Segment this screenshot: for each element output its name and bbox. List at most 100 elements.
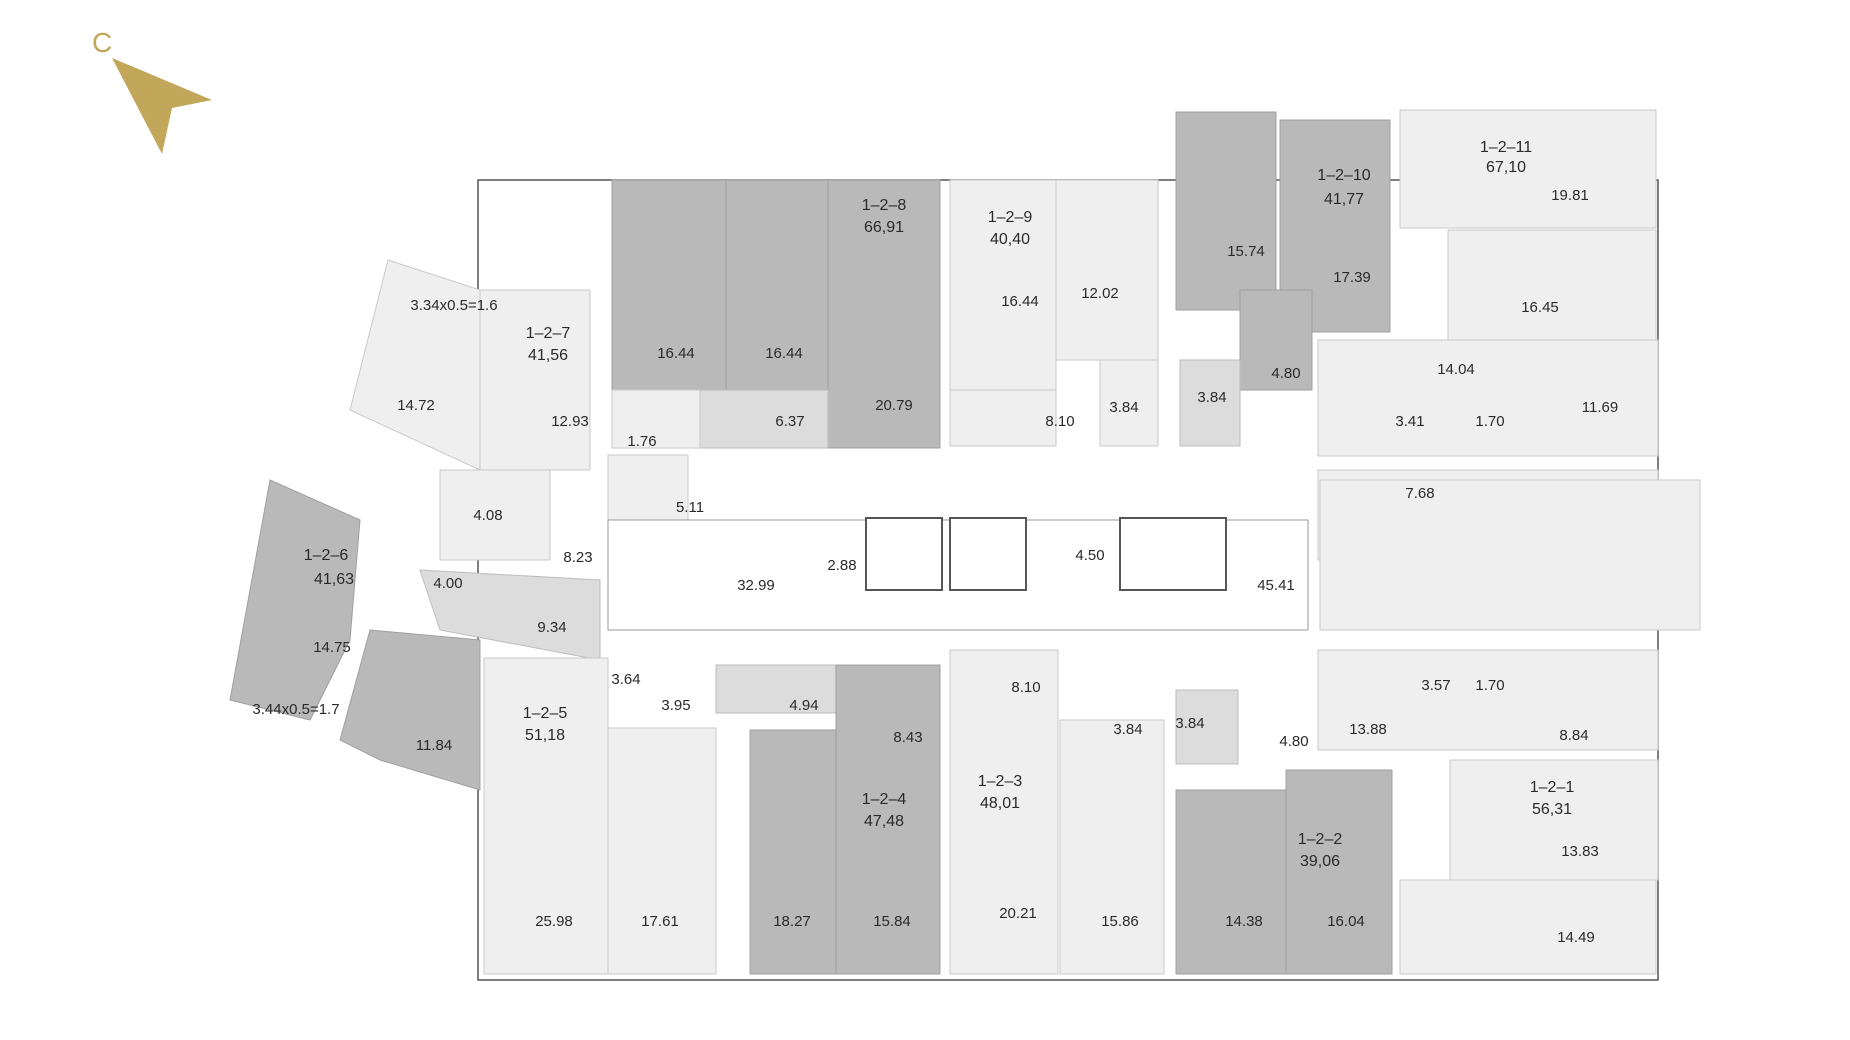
elevator-3 bbox=[1119, 517, 1227, 591]
unit-1-2-2: 1–2–2 39,06 bbox=[1298, 831, 1343, 870]
room-area: 17.61 bbox=[641, 913, 679, 930]
room-area: 4.08 bbox=[473, 507, 502, 524]
unit-name: 1–2–9 bbox=[988, 209, 1033, 226]
room-area: 14.04 bbox=[1437, 361, 1475, 378]
unit-area: 56,31 bbox=[1532, 801, 1572, 818]
room-area: 7.68 bbox=[1405, 485, 1434, 502]
unit-area: 41,63 bbox=[314, 571, 354, 588]
unit-1-2-8: 1–2–8 66,91 bbox=[862, 197, 907, 236]
unit-name: 1–2–8 bbox=[862, 197, 907, 214]
room-area: 12.02 bbox=[1081, 285, 1119, 302]
room-area: 3.95 bbox=[661, 697, 690, 714]
room-area: 3.57 bbox=[1421, 677, 1450, 694]
room-area: 14.49 bbox=[1557, 929, 1595, 946]
room-area: 1.70 bbox=[1475, 677, 1504, 694]
room-area: 3.84 bbox=[1197, 389, 1226, 406]
room-area: 4.80 bbox=[1271, 365, 1300, 382]
room-area: 25.98 bbox=[535, 913, 573, 930]
core bbox=[607, 479, 1701, 631]
unit-area: 41,56 bbox=[528, 347, 568, 364]
unit-1-2-7: 1–2–7 41,56 bbox=[526, 325, 571, 364]
compass-letter: С bbox=[92, 27, 112, 58]
unit-name: 1–2–5 bbox=[523, 705, 568, 722]
unit-1-2-10: 1–2–10 41,77 bbox=[1317, 167, 1370, 208]
unit-name: 1–2–7 bbox=[526, 325, 571, 342]
room-area: 15.84 bbox=[873, 913, 911, 930]
room-area: 16.44 bbox=[657, 345, 695, 362]
unit-labels: 1–2–11 67,10 1–2–10 41,77 1–2–9 40,40 1–… bbox=[304, 139, 1575, 870]
room-area: 3.84 bbox=[1109, 399, 1138, 416]
unit-area: 40,40 bbox=[990, 231, 1030, 248]
unit-1-2-1: 1–2–1 56,31 bbox=[1530, 779, 1575, 818]
room-area: 13.83 bbox=[1561, 843, 1599, 860]
unit-name: 1–2–3 bbox=[978, 773, 1023, 790]
room-area: 19.81 bbox=[1551, 187, 1589, 204]
elevator-2 bbox=[949, 517, 1027, 591]
room-area: 8.10 bbox=[1045, 413, 1074, 430]
room-area: 16.44 bbox=[1001, 293, 1039, 310]
room-area: 6.37 bbox=[775, 413, 804, 430]
unit-name: 1–2–2 bbox=[1298, 831, 1343, 848]
room-area: 20.79 bbox=[875, 397, 913, 414]
unit-area: 66,91 bbox=[864, 219, 904, 236]
room-area: 17.39 bbox=[1333, 269, 1371, 286]
unit-area: 67,10 bbox=[1486, 159, 1526, 176]
unit-name: 1–2–4 bbox=[862, 791, 907, 808]
room-area: 14.72 bbox=[397, 397, 435, 414]
room-area: 1.76 bbox=[627, 433, 656, 450]
room-area: 14.38 bbox=[1225, 913, 1263, 930]
room-area: 3.64 bbox=[611, 671, 640, 688]
room-area: 32.99 bbox=[737, 577, 775, 594]
unit-1-2-11: 1–2–11 67,10 bbox=[1480, 139, 1532, 176]
room-area: 12.93 bbox=[551, 413, 589, 430]
unit-name: 1–2–6 bbox=[304, 547, 349, 564]
room-area: 16.45 bbox=[1521, 299, 1559, 316]
room-area: 4.80 bbox=[1279, 733, 1308, 750]
room-area: 4.50 bbox=[1075, 547, 1104, 564]
room-area: 15.86 bbox=[1101, 913, 1139, 930]
west-wing bbox=[229, 469, 601, 791]
unit-1-2-3: 1–2–3 48,01 bbox=[978, 773, 1023, 812]
room-area: 11.69 bbox=[1582, 399, 1618, 416]
unit-area: 51,18 bbox=[525, 727, 565, 744]
unit-area: 39,06 bbox=[1300, 853, 1340, 870]
room-area: 4.94 bbox=[789, 697, 818, 714]
room-area: 13.88 bbox=[1349, 721, 1387, 738]
room-area: 45.41 bbox=[1257, 577, 1295, 594]
room-area: 3.84 bbox=[1175, 715, 1204, 732]
room-area: 15.74 bbox=[1227, 243, 1265, 260]
room-area: 16.04 bbox=[1327, 913, 1365, 930]
room-area: 3.44x0.5=1.7 bbox=[252, 701, 339, 718]
room-area: 11.84 bbox=[416, 737, 452, 754]
unit-area: 41,77 bbox=[1324, 191, 1364, 208]
top-block bbox=[349, 109, 1659, 561]
room-area: 8.10 bbox=[1011, 679, 1040, 696]
unit-area: 47,48 bbox=[864, 813, 904, 830]
unit-1-2-5: 1–2–5 51,18 bbox=[523, 705, 568, 744]
compass: С bbox=[92, 27, 212, 154]
unit-1-2-9: 1–2–9 40,40 bbox=[988, 209, 1033, 248]
unit-area: 48,01 bbox=[980, 795, 1020, 812]
unit-1-2-4: 1–2–4 47,48 bbox=[862, 791, 907, 830]
unit-name: 1–2–11 bbox=[1480, 139, 1532, 156]
unit-name: 1–2–1 bbox=[1530, 779, 1575, 796]
room-area: 1.70 bbox=[1475, 413, 1504, 430]
room-area: 8.84 bbox=[1559, 727, 1588, 744]
room-area: 4.00 bbox=[433, 575, 462, 592]
room-area: 18.27 bbox=[773, 913, 811, 930]
unit-name: 1–2–10 bbox=[1317, 167, 1370, 184]
room-area: 16.44 bbox=[765, 345, 803, 362]
room-area: 3.84 bbox=[1113, 721, 1142, 738]
unit-1-2-6: 1–2–6 41,63 bbox=[304, 547, 354, 588]
room-area: 20.21 bbox=[999, 905, 1037, 922]
room-area: 14.75 bbox=[313, 639, 351, 656]
room-area: 8.23 bbox=[563, 549, 592, 566]
room-area: 9.34 bbox=[537, 619, 566, 636]
room-area: 2.88 bbox=[827, 557, 856, 574]
room-area: 8.43 bbox=[893, 729, 922, 746]
room-area: 3.34x0.5=1.6 bbox=[410, 297, 497, 314]
compass-arrow-icon bbox=[112, 58, 212, 154]
room-area: 5.11 bbox=[676, 499, 704, 516]
room-labels: 3.34x0.5=1.6 14.72 12.93 16.44 16.44 20.… bbox=[252, 187, 1618, 946]
